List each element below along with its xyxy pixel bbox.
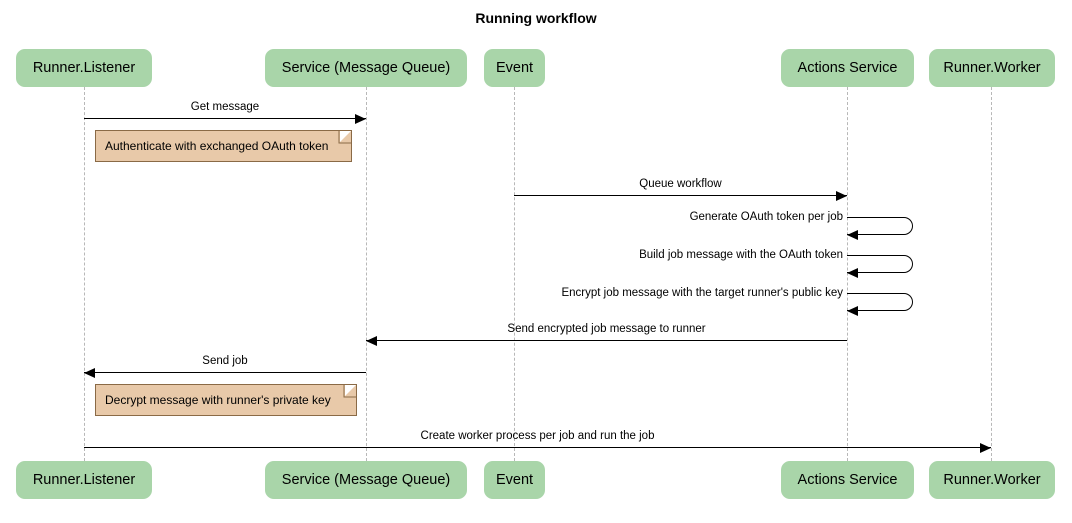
lifeline-service_mq bbox=[366, 87, 367, 461]
note-fold-corner-icon bbox=[340, 131, 351, 142]
arrowhead-left bbox=[84, 367, 95, 378]
message-line-m7 bbox=[84, 372, 366, 373]
message-label-m5: Encrypt job message with the target runn… bbox=[561, 287, 843, 299]
message-line-m2 bbox=[514, 195, 847, 196]
message-label-m3: Generate OAuth token per job bbox=[689, 211, 843, 223]
lifeline-runner_worker bbox=[991, 87, 992, 461]
note-n2: Decrypt message with runner's private ke… bbox=[95, 384, 357, 416]
page-title: Running workflow bbox=[475, 10, 597, 26]
participant-header-runner_listener[interactable]: Runner.Listener bbox=[16, 49, 152, 87]
participant-label: Event bbox=[495, 472, 534, 488]
participant-footer-actions_service[interactable]: Actions Service bbox=[781, 461, 914, 499]
note-label: Decrypt message with runner's private ke… bbox=[105, 393, 331, 407]
participant-label: Runner.Listener bbox=[32, 472, 136, 488]
note-fold-corner-icon bbox=[345, 385, 356, 396]
participant-label: Runner.Worker bbox=[943, 60, 1041, 76]
participant-label: Actions Service bbox=[797, 60, 898, 76]
arrowhead-left bbox=[847, 230, 858, 240]
participant-header-service_mq[interactable]: Service (Message Queue) bbox=[265, 49, 467, 87]
participant-header-actions_service[interactable]: Actions Service bbox=[781, 49, 914, 87]
note-label: Authenticate with exchanged OAuth token bbox=[105, 139, 329, 153]
note-fold-edge-icon bbox=[343, 385, 356, 398]
participant-label: Actions Service bbox=[797, 472, 898, 488]
participant-footer-service_mq[interactable]: Service (Message Queue) bbox=[265, 461, 467, 499]
note-n1: Authenticate with exchanged OAuth token bbox=[95, 130, 352, 162]
participant-label: Runner.Worker bbox=[943, 472, 1041, 488]
message-line-m6 bbox=[366, 340, 847, 341]
arrowhead-right bbox=[836, 190, 847, 201]
arrowhead-left bbox=[847, 306, 858, 316]
note-fold-edge-icon bbox=[338, 131, 351, 144]
participant-label: Runner.Listener bbox=[32, 60, 136, 76]
self-message-loop-m3 bbox=[847, 217, 913, 235]
participant-header-runner_worker[interactable]: Runner.Worker bbox=[929, 49, 1055, 87]
participant-footer-runner_listener[interactable]: Runner.Listener bbox=[16, 461, 152, 499]
arrowhead-right bbox=[980, 442, 991, 453]
participant-footer-runner_worker[interactable]: Runner.Worker bbox=[929, 461, 1055, 499]
message-line-m1 bbox=[84, 118, 366, 119]
message-label-m2: Queue workflow bbox=[639, 178, 722, 190]
message-label-m8: Create worker process per job and run th… bbox=[420, 430, 655, 442]
arrowhead-left bbox=[847, 268, 858, 278]
participant-label: Service (Message Queue) bbox=[281, 60, 451, 76]
participant-label: Event bbox=[495, 60, 534, 76]
self-message-loop-m4 bbox=[847, 255, 913, 273]
lifeline-event bbox=[514, 87, 515, 461]
participant-label: Service (Message Queue) bbox=[281, 472, 451, 488]
message-label-m7: Send job bbox=[202, 355, 248, 367]
participant-header-event[interactable]: Event bbox=[484, 49, 545, 87]
arrowhead-right bbox=[355, 113, 366, 124]
message-line-m8 bbox=[84, 447, 991, 448]
message-label-m1: Get message bbox=[190, 101, 260, 113]
message-label-m6: Send encrypted job message to runner bbox=[507, 323, 706, 335]
self-message-loop-m5 bbox=[847, 293, 913, 311]
participant-footer-event[interactable]: Event bbox=[484, 461, 545, 499]
lifeline-runner_listener bbox=[84, 87, 85, 461]
arrowhead-left bbox=[366, 335, 377, 346]
message-label-m4: Build job message with the OAuth token bbox=[639, 249, 843, 261]
